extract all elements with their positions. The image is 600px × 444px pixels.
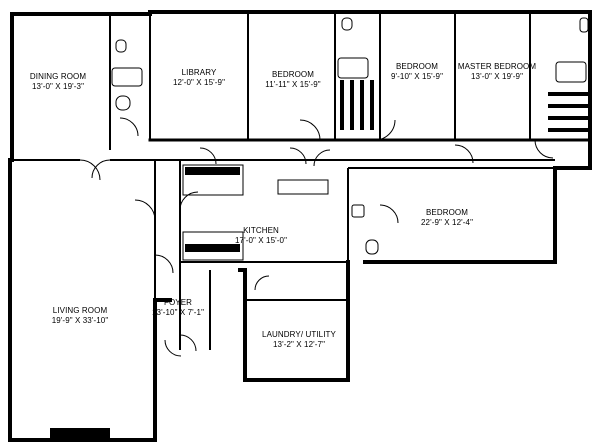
room-master-bedroom: MASTER BEDROOM 13'-0" X 19'-9" xyxy=(458,62,536,82)
room-dims: 9'-10" X 15'-9" xyxy=(390,72,444,81)
room-bedroom-1: BEDROOM 11'-11" X 15'-9" xyxy=(265,70,320,90)
room-kitchen: KITCHEN 17'-0" X 15'-0" xyxy=(235,226,287,246)
kitchen-counters xyxy=(182,164,329,261)
window-bottom xyxy=(50,428,110,440)
room-library: LIBRARY 12'-0" X 15'-9" xyxy=(173,68,225,88)
room-dims: 22'-9" X 12'-4" xyxy=(420,218,474,227)
room-dims: 13'-0" X 19'-9" xyxy=(470,72,524,81)
closet-shelving xyxy=(340,80,588,132)
room-dims: 19'-9" X 33'-10" xyxy=(51,316,109,325)
room-dims: 17'-0" X 15'-0" xyxy=(234,236,288,245)
room-name: FOYER xyxy=(163,298,193,307)
room-name: DINING ROOM xyxy=(29,72,87,81)
interior-walls xyxy=(12,12,592,350)
room-name: MASTER BEDROOM xyxy=(457,62,537,71)
room-name: LAUNDRY/ UTILITY xyxy=(262,330,336,339)
room-dims: 13'-0" X 19'-3" xyxy=(31,82,85,91)
room-laundry-utility: LAUNDRY/ UTILITY 13'-2" X 12'-7" xyxy=(262,330,336,350)
room-name: KITCHEN xyxy=(243,226,279,235)
room-dims: 12'-0" X 15'-9" xyxy=(172,78,226,87)
room-name: LIBRARY xyxy=(181,68,217,77)
room-bedroom-3: BEDROOM 22'-9" X 12'-4" xyxy=(421,208,473,228)
room-foyer: FOYER 13'-10" X 7'-1" xyxy=(152,298,204,318)
room-name: BEDROOM xyxy=(395,62,439,71)
room-name: LIVING ROOM xyxy=(52,306,108,315)
room-living-room: LIVING ROOM 19'-9" X 33'-10" xyxy=(52,306,109,326)
door-swings xyxy=(79,117,554,357)
room-bedroom-2: BEDROOM 9'-10" X 15'-9" xyxy=(391,62,443,82)
room-name: BEDROOM xyxy=(425,208,469,217)
bathroom-fixtures xyxy=(111,17,589,255)
room-dims: 11'-11" X 15'-9" xyxy=(265,80,321,89)
room-name: BEDROOM xyxy=(271,70,315,79)
room-dims: 13'-2" X 12'-7" xyxy=(272,340,326,349)
room-dims: 13'-10" X 7'-1" xyxy=(151,308,205,317)
room-dining-room: DINING ROOM 13'-0" X 19'-3" xyxy=(30,72,86,92)
